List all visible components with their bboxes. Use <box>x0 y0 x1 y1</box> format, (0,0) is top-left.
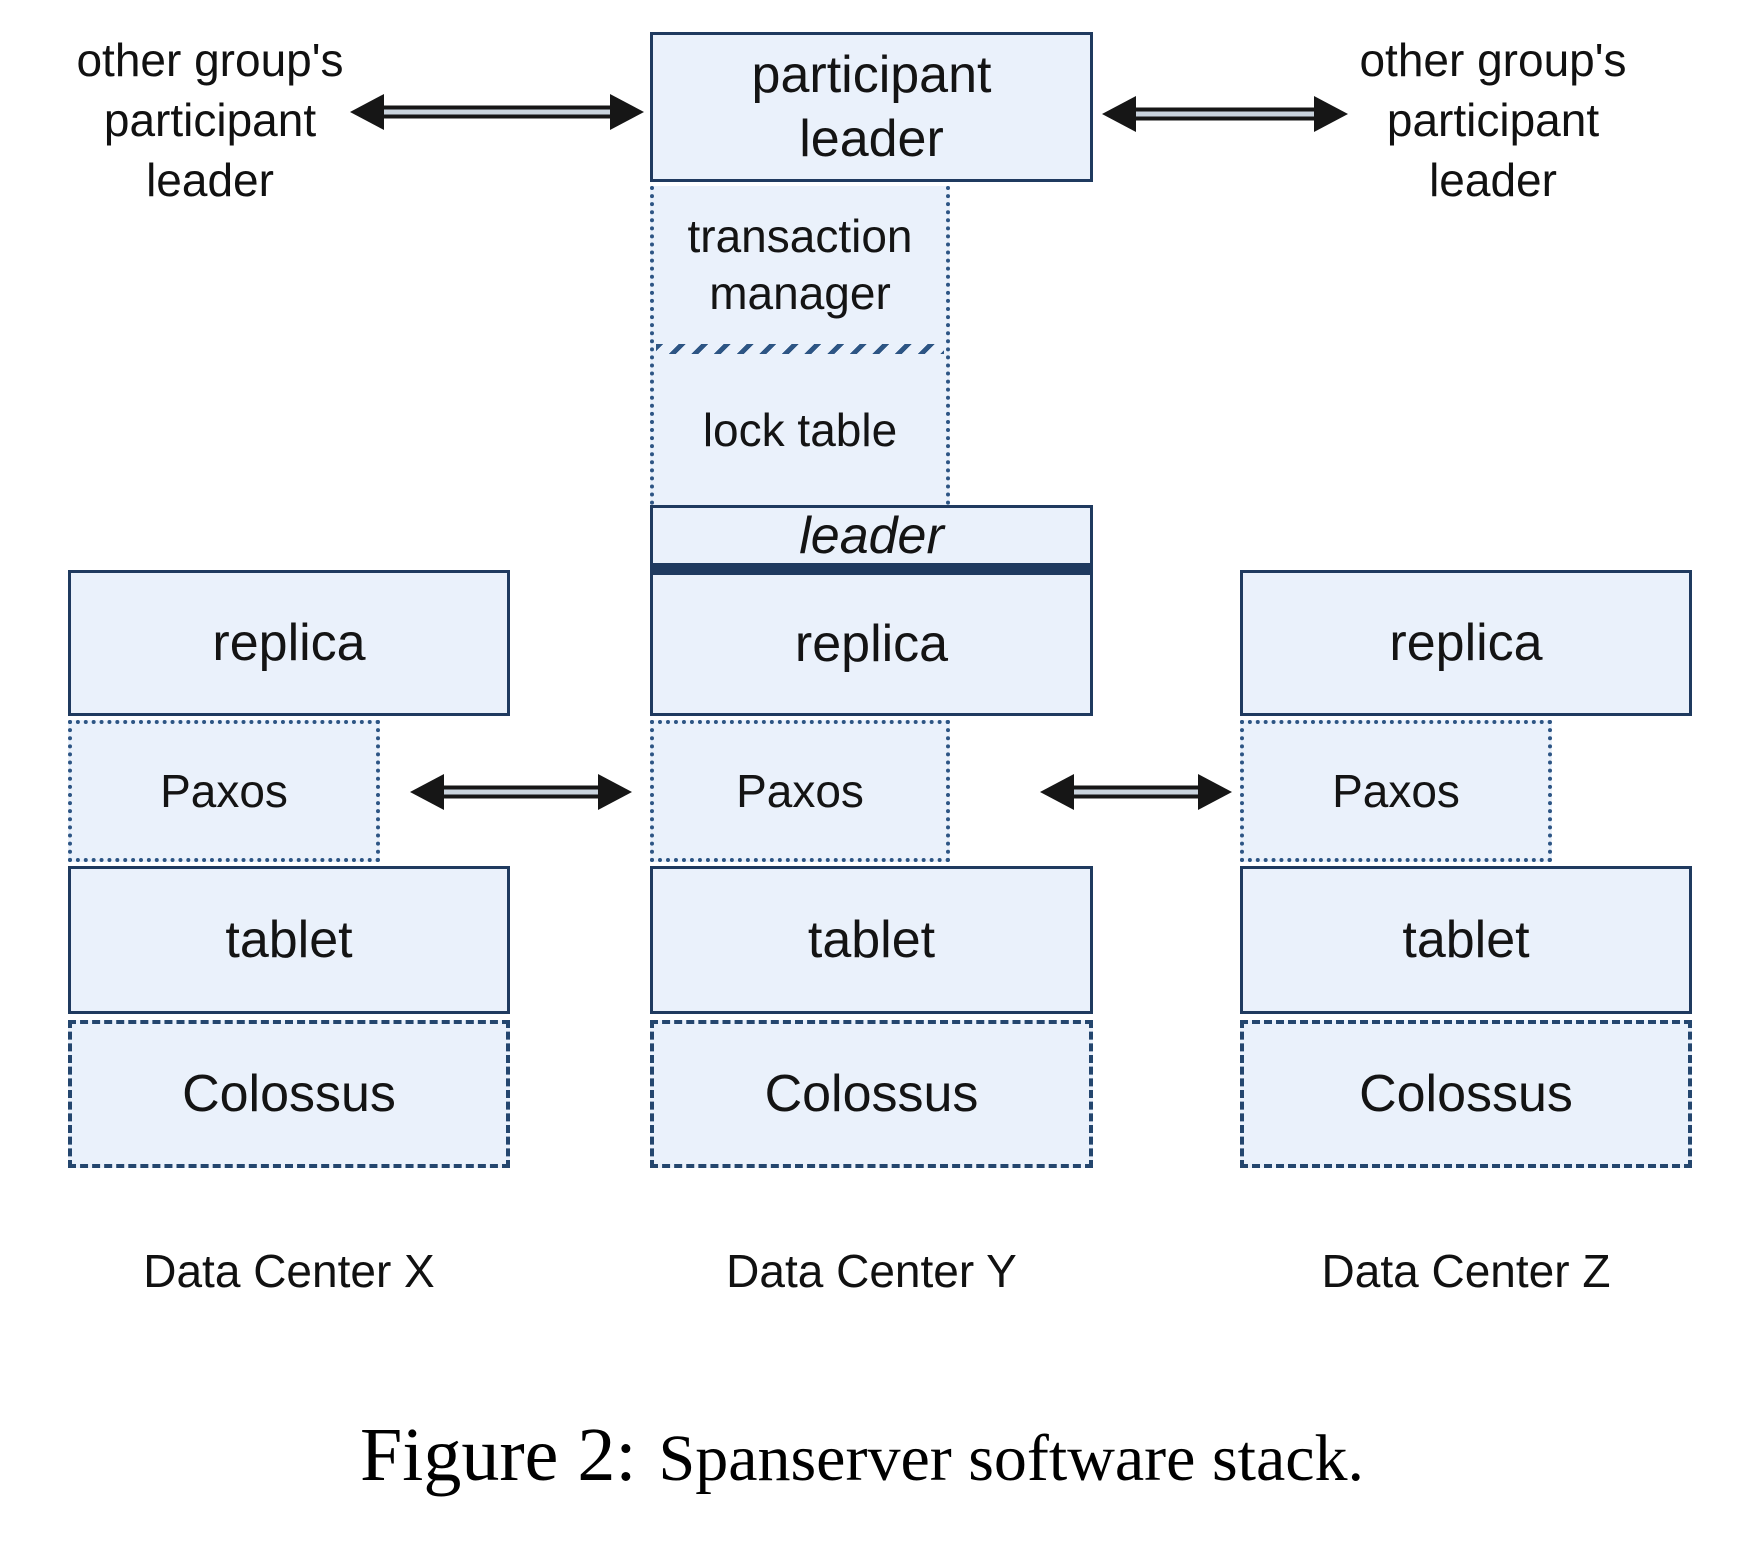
tablet-box-x: tablet <box>68 866 510 1014</box>
participant-leader-box: participant leader <box>650 32 1093 182</box>
tablet-box-z: tablet <box>1240 866 1692 1014</box>
replica-box-y: replica <box>650 572 1093 716</box>
colossus-box-x: Colossus <box>68 1020 510 1168</box>
colossus-box-z: Colossus <box>1240 1020 1692 1168</box>
leader-box: leader <box>650 505 1093 572</box>
datacenter-label-x: Data Center X <box>143 1245 435 1297</box>
other-group-label-left: other group's participant leader <box>76 34 344 206</box>
tm-locktable-container: transaction manager lock table <box>650 186 950 505</box>
replica-box-x: replica <box>68 570 510 716</box>
datacenter-label-y: Data Center Y <box>726 1245 1017 1297</box>
tablet-box-y: tablet <box>650 866 1093 1014</box>
lock-table-box: lock table <box>702 403 898 456</box>
datacenter-label-z: Data Center Z <box>1321 1245 1611 1297</box>
transaction-manager-box: transaction manager <box>687 210 913 319</box>
other-group-label-right: other group's participant leader <box>1359 34 1627 206</box>
figure-caption-label: Figure 2: <box>359 1413 637 1497</box>
replica-box-z: replica <box>1240 570 1692 716</box>
figure-caption-text: Spanserver software stack. <box>658 1422 1365 1495</box>
arrow-paxos-right <box>1040 774 1232 810</box>
arrow-top-right <box>1102 96 1348 132</box>
tm-locktable-divider <box>656 344 944 354</box>
arrow-paxos-left <box>410 774 632 810</box>
colossus-box-y: Colossus <box>650 1020 1093 1168</box>
paxos-box-z: Paxos <box>1240 720 1552 862</box>
paxos-box-x: Paxos <box>68 720 380 862</box>
figure-caption: Figure 2: Spanserver software stack. <box>0 1412 1724 1499</box>
arrow-top-left <box>350 94 644 130</box>
paxos-box-y: Paxos <box>650 720 950 862</box>
